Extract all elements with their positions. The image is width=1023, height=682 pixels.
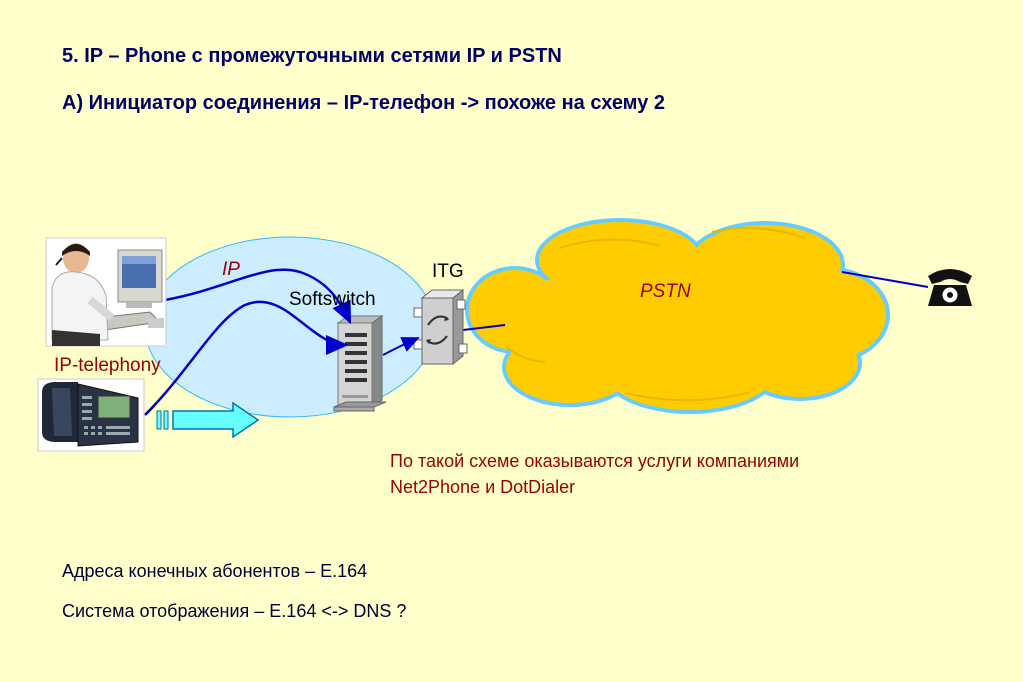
- pc-softswitch-link: [164, 268, 352, 325]
- note-line-1: По такой схеме оказываются услуги компан…: [390, 451, 800, 471]
- telephone-icon: [928, 269, 972, 306]
- call-direction-arrow: [156, 401, 260, 439]
- pstn-label: PSTN: [640, 281, 691, 302]
- pstn-cloud: [465, 218, 890, 414]
- softswitch-label: Softswitch: [289, 289, 376, 310]
- phone-softswitch-link: [144, 300, 349, 416]
- pc-user-icon: [45, 237, 167, 347]
- itg-label: ITG: [432, 261, 464, 282]
- slide-heading-1: 5. IP – Phone с промежуточными сетями IP…: [62, 45, 562, 67]
- itg-gateway-icon: [413, 288, 468, 366]
- service-providers-note: По такой схеме оказываются услуги компан…: [390, 448, 799, 500]
- slide-heading-2: А) Инициатор соединения – IP-телефон -> …: [62, 92, 666, 114]
- ip-label: IP: [222, 259, 240, 280]
- pstn-phone-link: [841, 271, 929, 288]
- ip-phone-icon: [37, 378, 145, 452]
- note-line-2: Net2Phone и DotDialer: [390, 477, 576, 497]
- mapping-system-text: Система отображения – E.164 <-> DNS ?: [62, 601, 407, 621]
- softswitch-server-icon: [333, 315, 387, 412]
- itg-pstn-link: [462, 324, 506, 331]
- ip-telephony-label: IP-telephony: [54, 355, 161, 376]
- softswitch-itg-link: [382, 337, 420, 356]
- addresses-text: Адреса конечных абонентов – E.164: [62, 561, 368, 581]
- ip-network-cloud: [144, 236, 436, 418]
